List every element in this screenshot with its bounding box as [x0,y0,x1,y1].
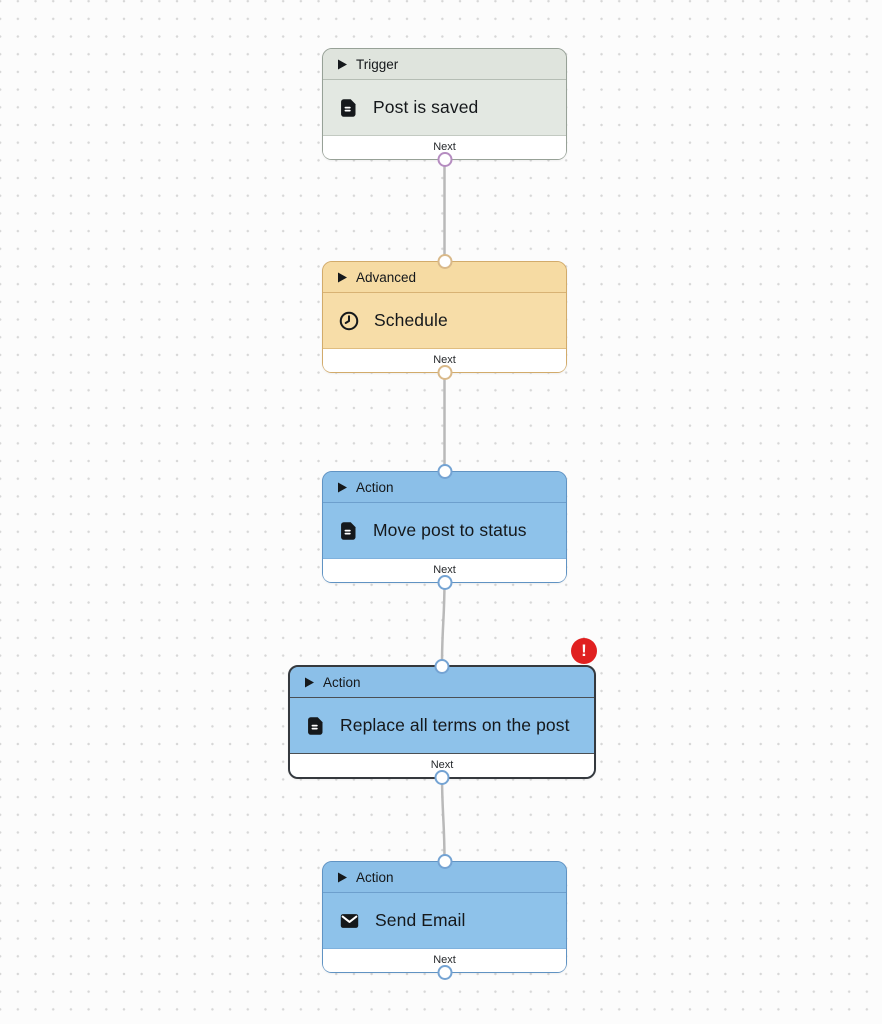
document-icon [338,97,359,119]
node-category-label: Trigger [356,56,399,72]
next-label: Next [433,141,456,153]
node-title: Send Email [375,910,466,930]
document-icon [338,520,359,542]
clock-icon [338,310,360,332]
connector-line [440,773,446,863]
node-category-label: Action [323,674,361,690]
output-port[interactable] [437,365,452,380]
output-port[interactable] [437,575,452,590]
next-label: Next [433,564,456,576]
node-action-replace-all-terms[interactable]: ! Action Replace all terms on the post N… [288,638,597,785]
node-body[interactable]: Move post to status [323,503,566,558]
document-icon [305,715,326,737]
node-header[interactable]: Action [323,472,566,503]
next-label: Next [433,954,456,966]
node-advanced-schedule[interactable]: Advanced Schedule Next [322,254,567,380]
node-trigger-post-is-saved[interactable]: Trigger Post is saved Next [322,48,567,167]
connector-line [440,579,446,667]
node-body[interactable]: Post is saved [323,80,566,135]
next-label: Next [430,759,454,771]
node-title: Post is saved [373,97,479,117]
node-body[interactable]: Send Email [323,893,566,948]
node-category-label: Advanced [356,269,417,285]
input-port[interactable] [437,854,452,869]
node-action-send-email[interactable]: Action Send Email Next [322,854,567,980]
node-body[interactable]: Replace all terms on the post [290,698,594,753]
error-badge-icon[interactable]: ! [571,638,597,664]
node-body[interactable]: Schedule [323,293,566,348]
next-label: Next [433,354,456,366]
node-action-move-post-to-status[interactable]: Action Move post to status Next [322,464,567,590]
node-title: Schedule [374,310,448,330]
collapse-triangle-icon[interactable] [338,59,347,70]
output-port[interactable] [437,152,452,167]
collapse-triangle-icon[interactable] [338,872,347,883]
input-port[interactable] [437,254,452,269]
envelope-icon [338,910,361,932]
collapse-triangle-icon[interactable] [338,272,347,283]
output-port[interactable] [434,770,450,785]
input-port[interactable] [437,464,452,479]
node-header[interactable]: Trigger [323,49,566,80]
collapse-triangle-icon[interactable] [305,677,314,688]
node-title: Move post to status [373,520,527,540]
output-port[interactable] [437,965,452,980]
collapse-triangle-icon[interactable] [338,482,347,493]
node-category-label: Action [356,479,394,495]
node-category-label: Action [356,869,394,885]
input-port[interactable] [434,659,450,674]
node-title: Replace all terms on the post [340,715,570,735]
